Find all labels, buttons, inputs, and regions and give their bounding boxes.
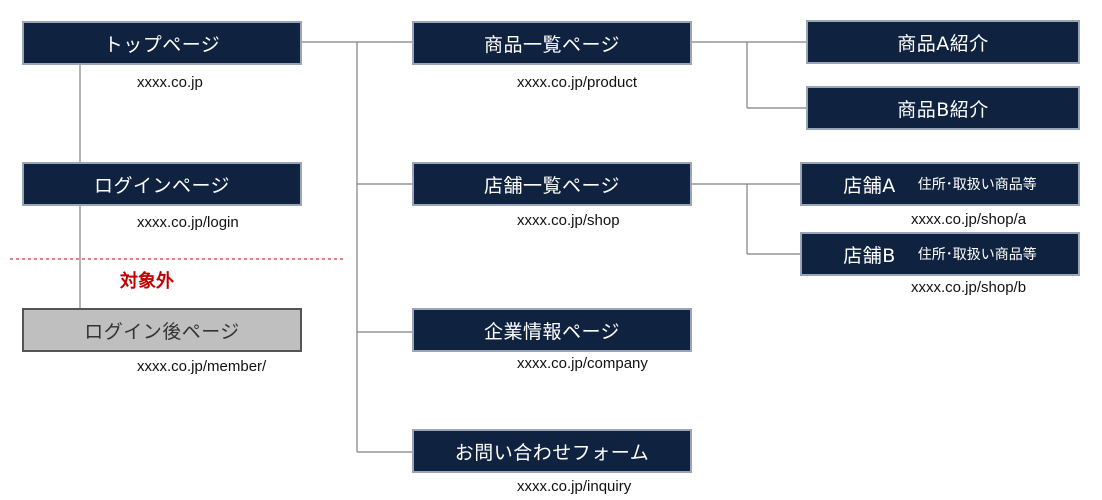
- node-label: トップページ: [103, 33, 221, 56]
- url-after-login-page: xxxx.co.jp/member/: [137, 358, 267, 375]
- url-shop-a: xxxx.co.jp/shop/a: [911, 211, 1027, 228]
- node-label: 店舗A: [843, 174, 896, 197]
- node-shop-b: 店舗B 住所･取扱い商品等: [800, 232, 1080, 276]
- url-product-list-page: xxxx.co.jp/product: [517, 74, 638, 91]
- url-top-page: xxxx.co.jp: [137, 74, 203, 91]
- url-inquiry-form: xxxx.co.jp/inquiry: [517, 478, 632, 495]
- url-company-page: xxxx.co.jp/company: [517, 355, 648, 372]
- node-shop-list-page: 店舗一覧ページ: [412, 162, 692, 206]
- node-shop-a: 店舗A 住所･取扱い商品等: [800, 162, 1080, 206]
- node-product-a: 商品A紹介: [806, 20, 1080, 64]
- node-product-list-page: 商品一覧ページ: [412, 21, 692, 65]
- node-label: ログイン後ページ: [84, 320, 240, 343]
- node-label: 店舗一覧ページ: [483, 174, 621, 197]
- node-label: 商品B紹介: [897, 98, 989, 121]
- node-label: 商品一覧ページ: [483, 33, 621, 56]
- node-inquiry-form: お問い合わせフォーム: [412, 429, 692, 473]
- out-of-scope-label: 対象外: [120, 271, 174, 292]
- node-after-login-page: ログイン後ページ: [22, 308, 302, 352]
- node-top-page: トップページ: [22, 21, 302, 65]
- node-sublabel: 住所･取扱い商品等: [917, 247, 1037, 263]
- url-shop-b: xxxx.co.jp/shop/b: [911, 279, 1027, 296]
- url-login-page: xxxx.co.jp/login: [137, 214, 239, 231]
- node-company-page: 企業情報ページ: [412, 308, 692, 352]
- node-product-b: 商品B紹介: [806, 86, 1080, 130]
- node-label: 企業情報ページ: [483, 320, 621, 343]
- node-label: 店舗B: [843, 244, 896, 267]
- node-label: お問い合わせフォーム: [454, 441, 650, 464]
- url-shop-list-page: xxxx.co.jp/shop: [517, 212, 620, 229]
- node-label: ログインページ: [93, 174, 231, 197]
- node-label: 商品A紹介: [897, 32, 989, 55]
- node-login-page: ログインページ: [22, 162, 302, 206]
- node-sublabel: 住所･取扱い商品等: [917, 177, 1037, 193]
